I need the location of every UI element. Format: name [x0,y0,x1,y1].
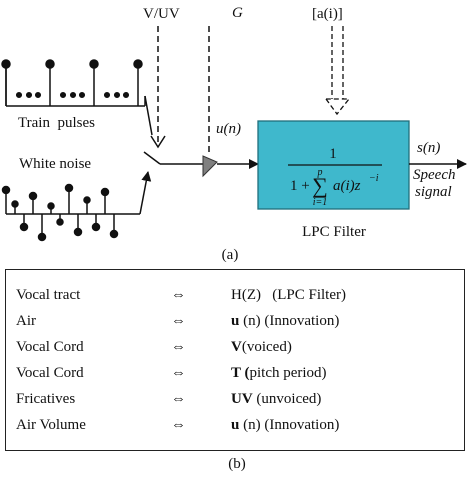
caption-a: (a) [222,247,239,263]
signal-label: signal [415,184,452,200]
row-right: H(Z) (LPC Filter) [231,284,346,306]
row-right-text: (n) (Innovation) [239,417,340,433]
speech-label: Speech [413,167,455,183]
row-right-text: (unvoiced) [252,391,322,407]
equivalence-arrow-icon: ⇔ [171,417,186,433]
coefficients-arrow [325,26,351,116]
equivalence-arrow-icon: ⇔ [171,391,186,407]
vuv-arrowhead [150,135,166,149]
filter-sigma-icon: ∑ [312,173,328,198]
filter-exponent: −i [369,173,379,184]
filter-sum-lower: i=1 [313,197,328,208]
row-right-bold: T ( [231,365,250,381]
table-row: Vocal Cord ⇔ T (pitch period) [6,362,464,384]
row-left: Fricatives [16,391,76,407]
row-right: UV (unvoiced) [231,388,321,410]
mapping-table: Vocal tract ⇔ H(Z) (LPC Filter) Air ⇔ u … [5,269,465,451]
vuv-label: V/UV [143,6,180,22]
row-left: Air Volume [16,417,86,433]
row-right: V(voiced) [231,336,292,358]
gain-amplifier-icon [202,155,218,178]
equivalence-arrow-icon: ⇔ [171,365,186,381]
voiced-unvoiced-switch [143,151,204,165]
table-row: Fricatives ⇔ UV (unvoiced) [6,388,464,410]
row-right: T (pitch period) [231,362,327,384]
equivalence-arrow-icon: ⇔ [171,339,186,355]
row-left: Vocal Cord [16,365,84,381]
row-right-bold: u [231,417,240,433]
row-right-bold: V [231,339,242,355]
table-row: Vocal Cord ⇔ V(voiced) [6,336,464,358]
table-row: Air ⇔ u (n) (Innovation) [6,310,464,332]
filter-term: a(i)z [333,178,361,194]
filter-numerator: 1 [329,146,337,162]
row-right-text: (n) (Innovation) [239,313,340,329]
row-right-text: (voiced) [241,339,292,355]
white-noise-label: White noise [19,156,91,172]
row-left: Vocal tract [16,287,81,303]
equivalence-arrow-icon: ⇔ [171,287,186,303]
table-row: Air Volume ⇔ u (n) (Innovation) [6,414,464,436]
row-left: Air [16,313,36,329]
row-right: u (n) (Innovation) [231,414,339,436]
row-right-bold: UV [231,391,253,407]
train-pulses-label: Train pulses [18,115,95,131]
filter-caption: LPC Filter [302,224,366,240]
row-right: u (n) (Innovation) [231,310,339,332]
equivalence-arrow-icon: ⇔ [171,313,186,329]
input-signal-label: u(n) [216,121,241,137]
table-row: Vocal tract ⇔ H(Z) (LPC Filter) [6,284,464,306]
speech-production-diagram: Train pulses White noise V/UV G u(n) [a(… [1,5,467,263]
coefficients-label: [a(i)] [312,6,343,22]
train-pulses-waveform [1,59,153,136]
gain-label: G [232,5,243,21]
row-right-text: pitch period) [249,365,327,381]
row-right-bold: u [231,313,240,329]
filter-one-plus: 1 + [290,178,310,194]
filter-sum-upper: p [317,167,323,178]
caption-b: (b) [228,456,246,472]
output-signal-label: s(n) [417,140,440,156]
row-left: Vocal Cord [16,339,84,355]
white-noise-waveform [1,171,152,242]
row-right-text: H(Z) (LPC Filter) [231,287,346,303]
